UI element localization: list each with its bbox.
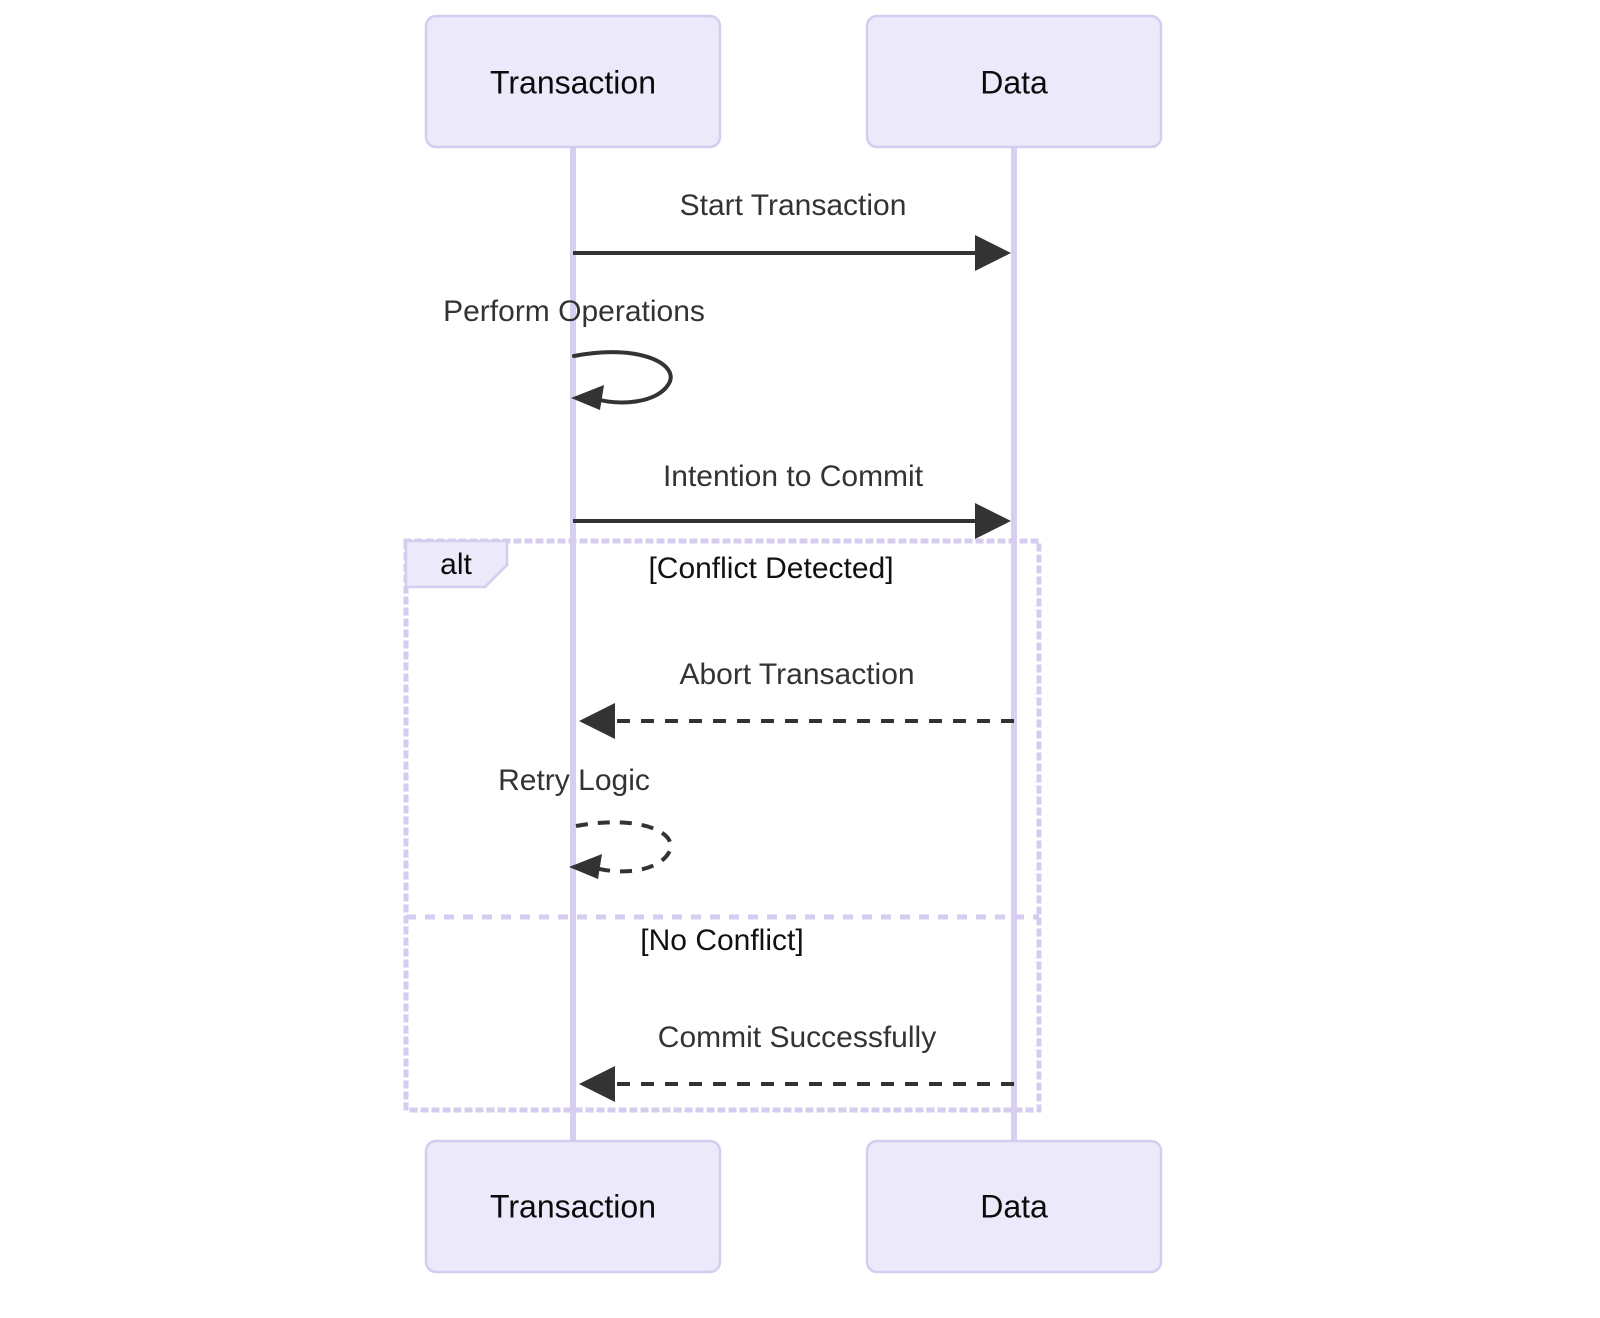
participant-label-transaction-bottom: Transaction [490,1188,656,1224]
message-commit-successfully[interactable]: Commit Successfully [579,1021,1014,1102]
participant-label-transaction-top: Transaction [490,64,656,100]
message-start-transaction[interactable]: Start Transaction [573,189,1011,271]
participant-label-data-bottom: Data [980,1188,1048,1224]
alt-condition-no-conflict: [No Conflict] [640,924,803,957]
alt-operator-label: alt [440,548,472,581]
message-label-intention-to-commit: Intention to Commit [663,460,924,493]
message-retry-logic[interactable]: Retry Logic [498,764,673,879]
participant-header-transaction[interactable]: Transaction [424,14,722,149]
participant-label-data-top: Data [980,64,1048,100]
message-label-start-transaction: Start Transaction [680,189,907,222]
message-intention-to-commit[interactable]: Intention to Commit [573,460,1011,539]
participant-header-data[interactable]: Data [865,14,1163,149]
participant-box-transaction-top[interactable] [424,14,722,149]
message-selfloop-arrowhead-perform-operations [571,385,604,410]
participant-footer-data[interactable]: Data [865,1139,1163,1274]
participant-box-data-bottom[interactable] [865,1139,1163,1274]
participant-box-transaction-bottom[interactable] [424,1139,722,1274]
alt-operator-tab [404,539,509,589]
participant-box-data-top[interactable] [865,14,1163,149]
message-selfloop-arrowhead-retry-logic [569,854,602,879]
message-selfloop-retry-logic [575,820,673,874]
message-abort-transaction[interactable]: Abort Transaction [579,658,1014,739]
alt-condition-conflict-detected: [Conflict Detected] [648,552,893,585]
message-label-perform-operations: Perform Operations [443,295,705,328]
message-selfloop-perform-operations [572,350,673,405]
message-perform-operations[interactable]: Perform Operations [443,295,705,410]
message-label-retry-logic: Retry Logic [498,764,650,797]
message-label-commit-successfully: Commit Successfully [658,1021,936,1054]
lifelines-group [570,147,1017,1141]
alt-frame-group: alt [403,538,1042,1113]
alt-frame-border [403,538,1042,1113]
alt-conditions-group: [Conflict Detected] [No Conflict] [640,552,893,957]
message-label-abort-transaction: Abort Transaction [679,658,914,691]
participant-footer-transaction[interactable]: Transaction [424,1139,722,1274]
